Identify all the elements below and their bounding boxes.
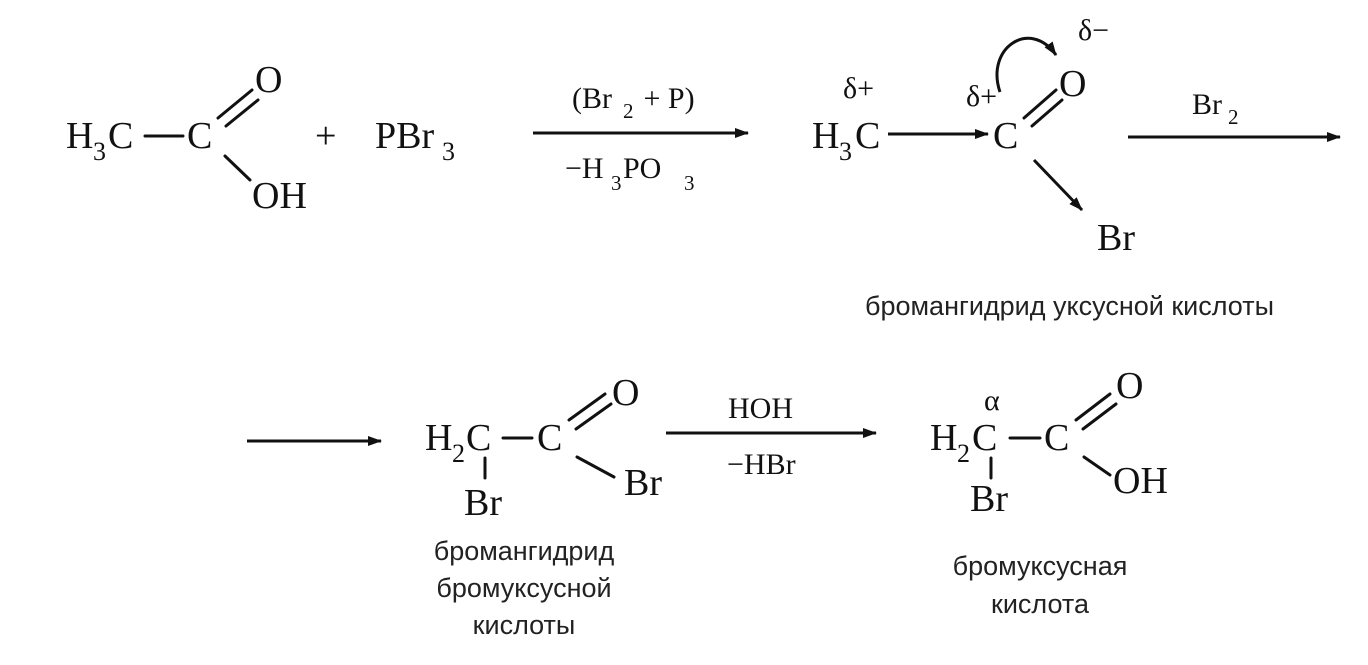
- double-bond-a: [1022, 88, 1058, 120]
- hydroxyl: OH: [1113, 460, 1168, 502]
- step1-below-pre: −H: [565, 152, 604, 185]
- step3-above: HOH: [728, 392, 793, 425]
- acetyl-bromide-caption: бромангидрид уксусной кислоты: [865, 291, 1274, 321]
- double-bond-a: [567, 392, 607, 422]
- h2c-sub: 2: [957, 439, 970, 468]
- step1-above-rest: + P): [636, 82, 695, 115]
- h2c-sub: 2: [452, 439, 465, 468]
- h3c-c: C: [108, 115, 133, 157]
- h3c-sub: 3: [839, 137, 852, 166]
- acetyl-bromide: δ+ H 3 C δ+ C O δ− Br: [812, 14, 1135, 259]
- carbonyl-oxygen: O: [255, 59, 282, 101]
- alpha-bromine: Br: [970, 478, 1008, 520]
- pbr-text: PBr: [375, 115, 434, 157]
- h2c-c: C: [466, 417, 491, 459]
- step1-below-po: PO: [623, 152, 661, 185]
- bromoacetic-acid-caption-1: бромуксусная: [953, 551, 1128, 581]
- step2-above: Br: [1192, 88, 1222, 121]
- h2c-h: H: [425, 417, 452, 459]
- step1-below-hsub: 3: [611, 171, 622, 195]
- bromoacetic-acid: α H 2 C C O OH Br: [930, 365, 1168, 520]
- alpha-label: α: [984, 384, 1000, 417]
- bromoacetyl-bromide: H 2 C C O Br Br: [425, 372, 662, 524]
- bromoacetyl-bromide-caption-3: кислоты: [473, 610, 576, 640]
- h3c-h: H: [66, 115, 93, 157]
- phosphorus-tribromide: PBr 3: [375, 115, 455, 166]
- delta-plus-methyl: δ+: [843, 72, 874, 105]
- delta-plus-carbon: δ+: [966, 80, 997, 113]
- electron-shift-arrow: [995, 36, 1058, 93]
- double-bond-a: [1074, 392, 1112, 422]
- bromoacetyl-bromide-caption-2: бромуксусной: [436, 573, 611, 603]
- c-oh-bond: [223, 154, 252, 182]
- double-bond-b: [1030, 98, 1064, 128]
- h2c-h: H: [930, 417, 957, 459]
- double-bond-b: [574, 402, 613, 431]
- h3c-c: C: [855, 115, 880, 157]
- delta-minus-oxygen: δ−: [1078, 14, 1109, 47]
- step1-arrow-group: (Br 2 + P) −H 3 PO 3: [533, 82, 749, 195]
- bromoacetyl-bromide-caption-1: бромангидрид: [434, 536, 615, 566]
- carboxyl-carbon: C: [187, 115, 212, 157]
- h3c-h: H: [812, 115, 839, 157]
- step1-above-sub: 2: [623, 99, 634, 123]
- double-bond-a: [216, 88, 254, 120]
- carbonyl-oxygen: O: [1059, 63, 1086, 105]
- alpha-bromine: Br: [464, 482, 502, 524]
- carbonyl-carbon: C: [537, 417, 562, 459]
- c-br-arrow: [1032, 158, 1084, 212]
- acyl-bromine: Br: [624, 462, 662, 504]
- carboxyl-carbon: C: [1044, 417, 1069, 459]
- step2-above-sub: 2: [1228, 105, 1239, 129]
- carbonyl-carbon: C: [993, 115, 1018, 157]
- h3c-sub: 3: [93, 137, 106, 166]
- h2c-c: C: [972, 417, 997, 459]
- step3-below: −HBr: [727, 448, 796, 481]
- carbonyl-oxygen: O: [1116, 365, 1143, 407]
- c-br-bond: [575, 455, 616, 479]
- step3-arrow-group: HOH −HBr: [666, 392, 877, 481]
- c-oh-bond: [1082, 455, 1112, 477]
- carbonyl-oxygen: O: [612, 372, 639, 414]
- plus-sign: +: [315, 115, 336, 157]
- bromine: Br: [1097, 217, 1135, 259]
- bromoacetic-acid-caption-2: кислота: [991, 589, 1090, 619]
- acetic-acid: H 3 C C O OH: [66, 59, 307, 217]
- step2-arrow-group: Br 2: [1128, 88, 1341, 142]
- double-bond-b: [224, 98, 260, 128]
- step1-above-open: (Br: [572, 82, 612, 115]
- double-bond-b: [1081, 402, 1118, 431]
- step1-below-osub: 3: [684, 171, 695, 195]
- hydroxyl: OH: [252, 175, 307, 217]
- pbr-sub: 3: [442, 137, 455, 166]
